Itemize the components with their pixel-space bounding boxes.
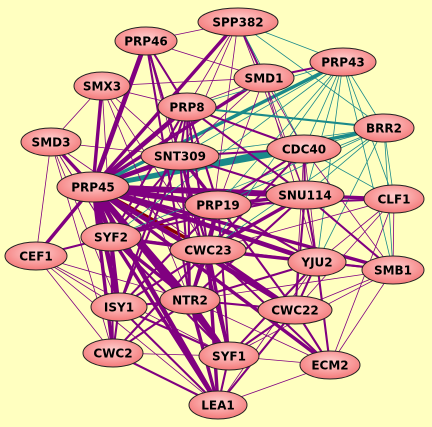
node-brr2[interactable]: BRR2 <box>353 113 415 143</box>
node-snu114[interactable]: SNU114 <box>265 180 345 210</box>
node-syf1[interactable]: SYF1 <box>198 341 260 371</box>
node-ellipse <box>299 350 361 380</box>
edge-prp43-smb1 <box>342 61 394 271</box>
node-prp19[interactable]: PRP19 <box>184 190 252 220</box>
node-ellipse <box>361 255 425 285</box>
node-spp382[interactable]: SPP382 <box>197 7 279 37</box>
edge-ntr2-ecm2 <box>189 299 331 366</box>
node-ellipse <box>20 127 82 157</box>
edge-brr2-prp19 <box>217 127 385 206</box>
edge-snt309-isy1 <box>117 154 182 309</box>
edge-clf1-cwc22 <box>294 198 395 311</box>
node-prp43[interactable]: PRP43 <box>309 47 377 77</box>
node-cwc23[interactable]: CWC23 <box>169 235 247 265</box>
node-prp45[interactable]: PRP45 <box>56 171 130 203</box>
edge-prp43-snt309 <box>179 61 344 157</box>
node-ellipse <box>80 222 142 252</box>
node-ellipse <box>363 184 425 214</box>
node-ellipse <box>353 113 415 143</box>
edge-smx3-cwc23 <box>101 85 209 251</box>
node-syf2[interactable]: SYF2 <box>80 222 142 252</box>
edge-prp19-isy1 <box>117 203 220 309</box>
edge-prp45-smx3 <box>91 84 104 189</box>
edge-cdc40-smb1 <box>303 148 394 271</box>
edge-prp8-syf2 <box>109 105 189 239</box>
node-ellipse <box>188 390 248 420</box>
node-ellipse <box>233 63 295 93</box>
node-ellipse <box>257 295 333 325</box>
edge-prp45-prp46 <box>90 38 149 190</box>
node-ellipse <box>4 241 68 271</box>
edge-smx3-ntr2 <box>101 85 191 301</box>
node-ellipse <box>90 292 148 322</box>
edge-smx3-syf2 <box>101 85 112 238</box>
node-ellipse <box>140 141 220 171</box>
edge-smd3-isy1 <box>50 141 120 308</box>
edge-yju2-lea1 <box>217 261 318 406</box>
node-smd1[interactable]: SMD1 <box>233 63 295 93</box>
node-ellipse <box>184 190 252 220</box>
edge-brr2-prp8 <box>185 105 386 130</box>
edge-smd1-prp19 <box>217 77 265 206</box>
node-ntr2[interactable]: NTR2 <box>159 285 221 315</box>
edge-prp45-syf1 <box>90 184 232 359</box>
node-prp8[interactable]: PRP8 <box>157 92 217 122</box>
node-yju2[interactable]: YJU2 <box>287 247 347 277</box>
edge-spp382-snu114 <box>237 21 306 196</box>
node-lea1[interactable]: LEA1 <box>188 390 248 420</box>
node-clf1[interactable]: CLF1 <box>363 184 425 214</box>
edge-prp43-cdc40 <box>303 61 344 150</box>
edge-spp382-brr2 <box>237 21 385 129</box>
edge-prp43-yju2 <box>316 61 344 263</box>
edge-spp382-snt309 <box>179 21 239 157</box>
node-ellipse <box>265 180 345 210</box>
edge-smd3-cef1 <box>35 141 52 257</box>
node-ellipse <box>114 26 178 56</box>
edge-prp43-prp19 <box>217 61 344 206</box>
edge-cef1-cwc2 <box>35 255 114 354</box>
node-isy1[interactable]: ISY1 <box>90 292 148 322</box>
edge-clf1-ecm2 <box>329 198 395 366</box>
edge-cwc23-lea1 <box>206 248 220 407</box>
edge-smd1-snu114 <box>263 77 306 196</box>
node-ellipse <box>287 247 347 277</box>
edge-cef1-lea1 <box>35 255 219 406</box>
node-ellipse <box>309 47 377 77</box>
node-cef1[interactable]: CEF1 <box>4 241 68 271</box>
node-ellipse <box>82 338 144 368</box>
node-ellipse <box>266 134 342 164</box>
node-ellipse <box>157 92 217 122</box>
edge-smb1-ntr2 <box>189 269 394 301</box>
node-ellipse <box>73 71 131 101</box>
node-ellipse <box>169 235 247 265</box>
edge-syf2-lea1 <box>109 235 220 407</box>
edge-smd1-yju2 <box>263 77 318 263</box>
node-ellipse <box>197 7 279 37</box>
node-cwc22[interactable]: CWC22 <box>257 295 333 325</box>
edge-prp8-isy1 <box>117 105 189 309</box>
edge-prp45-cwc2 <box>91 185 115 355</box>
node-snt309[interactable]: SNT309 <box>140 141 220 171</box>
edge-prp19-cwc22 <box>216 203 297 312</box>
node-cdc40[interactable]: CDC40 <box>266 134 342 164</box>
node-ellipse <box>56 171 130 203</box>
edge-smb1-ecm2 <box>329 269 394 366</box>
node-cwc2[interactable]: CWC2 <box>82 338 144 368</box>
edge-isy1-lea1 <box>117 305 220 407</box>
edge-smd3-cwc23 <box>50 141 209 251</box>
edge-brr2-yju2 <box>316 127 385 263</box>
node-ecm2[interactable]: ECM2 <box>299 350 361 380</box>
edge-prp19-syf1 <box>216 203 231 358</box>
node-smx3[interactable]: SMX3 <box>73 71 131 101</box>
edge-prp45-brr2 <box>91 126 386 189</box>
edge-prp8-snu114 <box>185 105 307 197</box>
edge-snt309-ntr2 <box>178 154 192 302</box>
node-smb1[interactable]: SMB1 <box>361 255 425 285</box>
node-prp46[interactable]: PRP46 <box>114 26 178 56</box>
node-ellipse <box>159 285 221 315</box>
node-smd3[interactable]: SMD3 <box>20 127 82 157</box>
node-ellipse <box>198 341 260 371</box>
edge-prp43-snu114 <box>304 61 344 196</box>
